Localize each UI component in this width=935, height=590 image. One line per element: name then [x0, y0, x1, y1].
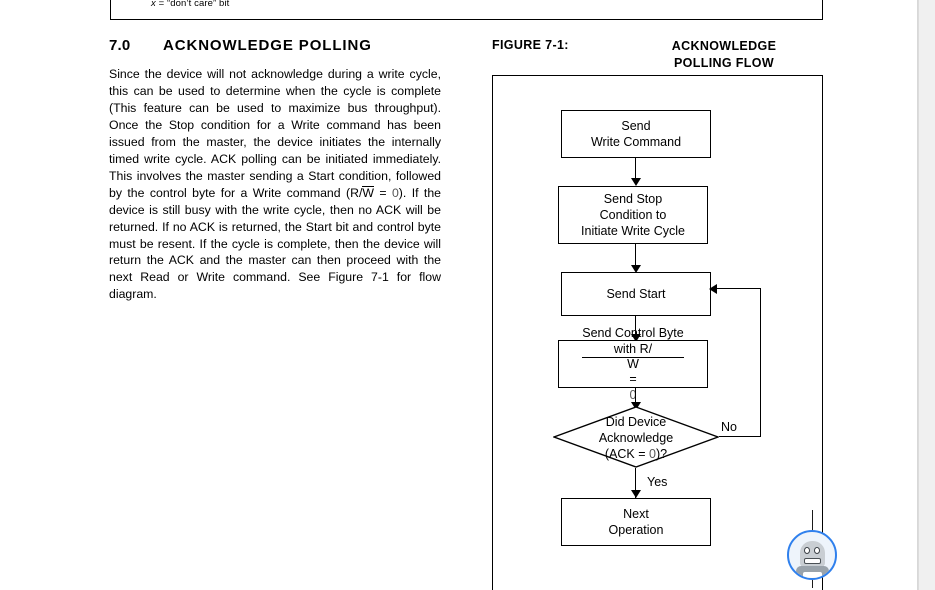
- flow-node-send-write-command-line2: Write Command: [590, 135, 682, 149]
- connector-no-vertical: [760, 288, 762, 437]
- decision-line2: Acknowledge: [598, 431, 674, 445]
- body-text-zero: 0: [391, 185, 399, 200]
- connector-2-arrowhead: [631, 265, 641, 273]
- robot-avatar-icon[interactable]: [787, 530, 837, 580]
- flow-node-next-operation-line2: Operation: [608, 523, 664, 537]
- connector-3: [635, 316, 637, 338]
- flow-node-send-control-byte: Send Control Byte with R/W = 0: [558, 326, 708, 402]
- connector-3-arrowhead: [631, 334, 641, 342]
- flow-node-send-start-line1: Send Start: [606, 287, 666, 301]
- flow-node-send-start: Send Start: [561, 272, 711, 316]
- connector-4-arrowhead: [631, 402, 641, 410]
- figure-caption: ACKNOWLEDGE POLLING FLOW: [624, 38, 824, 72]
- decision-ack-zero: 0: [649, 447, 656, 461]
- section-body-text: Since the device will not acknowledge du…: [109, 66, 441, 303]
- flow-node-send-write-command-line1: Send: [621, 119, 651, 133]
- flow-node-send-control-byte-line1: Send Control Byte: [582, 326, 684, 341]
- figure-frame: Send Write Command Send Stop Condition t…: [492, 75, 823, 590]
- flow-node-send-stop-condition-line3: Initiate Write Cycle: [581, 224, 685, 238]
- connector-2: [635, 244, 637, 269]
- body-text-part1: Since the device will not acknowledge du…: [109, 67, 441, 200]
- body-text-part2: ). If the device is still busy with the …: [109, 185, 442, 302]
- decision-ack-pre: (ACK =: [604, 447, 650, 461]
- page-right-edge: [917, 0, 918, 590]
- flow-node-did-device-acknowledge-shape: [553, 406, 719, 468]
- section-number: 7.0: [109, 37, 131, 54]
- connector-no-return: [717, 288, 761, 290]
- connector-1-arrowhead: [631, 178, 641, 186]
- body-text-equals: =: [373, 185, 392, 200]
- connector-yes: [635, 468, 637, 498]
- flow-node-send-write-command: Send Write Command: [561, 110, 711, 158]
- dont-care-bit-note: x = “don’t care” bit: [151, 0, 230, 9]
- page-title: ACKNOWLEDGE POLLING: [163, 37, 372, 54]
- control-byte-equals: =: [629, 371, 637, 386]
- flow-node-send-stop-condition: Send Stop Condition to Initiate Write Cy…: [558, 186, 708, 244]
- flow-node-did-device-acknowledge: Did Device Acknowledge (ACK = 0)?: [553, 407, 719, 469]
- decision-line1: Did Device: [605, 415, 667, 429]
- vertical-scrollbar[interactable]: [918, 0, 935, 590]
- control-byte-with-rw: with R/: [613, 342, 653, 357]
- flow-node-send-control-byte-line2: with R/W = 0: [582, 341, 684, 403]
- robot-chest-panel: [803, 572, 822, 578]
- robot-eye-left: [804, 547, 810, 554]
- rw-overline-glyph: W: [362, 185, 374, 200]
- connector-4: [635, 388, 637, 410]
- flow-node-next-operation: Next Operation: [561, 498, 711, 546]
- connector-no-arrowhead: [709, 284, 717, 294]
- table-fragment: x = “don’t care” bit: [110, 0, 823, 20]
- flow-node-send-stop-condition-line2: Condition to: [599, 208, 667, 222]
- figure-caption-line2: POLLING FLOW: [673, 56, 775, 70]
- decision-line3: (ACK = 0)?: [605, 446, 667, 462]
- connector-1: [635, 158, 637, 182]
- figure-caption-line1: ACKNOWLEDGE: [671, 39, 777, 53]
- control-byte-zero: 0: [629, 387, 637, 402]
- flow-node-send-stop-condition-line1: Send Stop: [603, 192, 663, 206]
- robot-eye-right: [814, 547, 820, 554]
- branch-label-yes: Yes: [647, 475, 668, 489]
- decision-ack-post: )?: [655, 447, 668, 461]
- control-byte-overline-glyph: W: [582, 357, 684, 371]
- connector-yes-arrowhead: [631, 490, 641, 498]
- flow-node-next-operation-line1: Next: [623, 507, 649, 521]
- branch-label-no: No: [721, 420, 737, 434]
- robot-mouth: [804, 558, 821, 564]
- figure-label: FIGURE 7-1:: [492, 38, 569, 52]
- connector-no-horizontal: [719, 436, 761, 438]
